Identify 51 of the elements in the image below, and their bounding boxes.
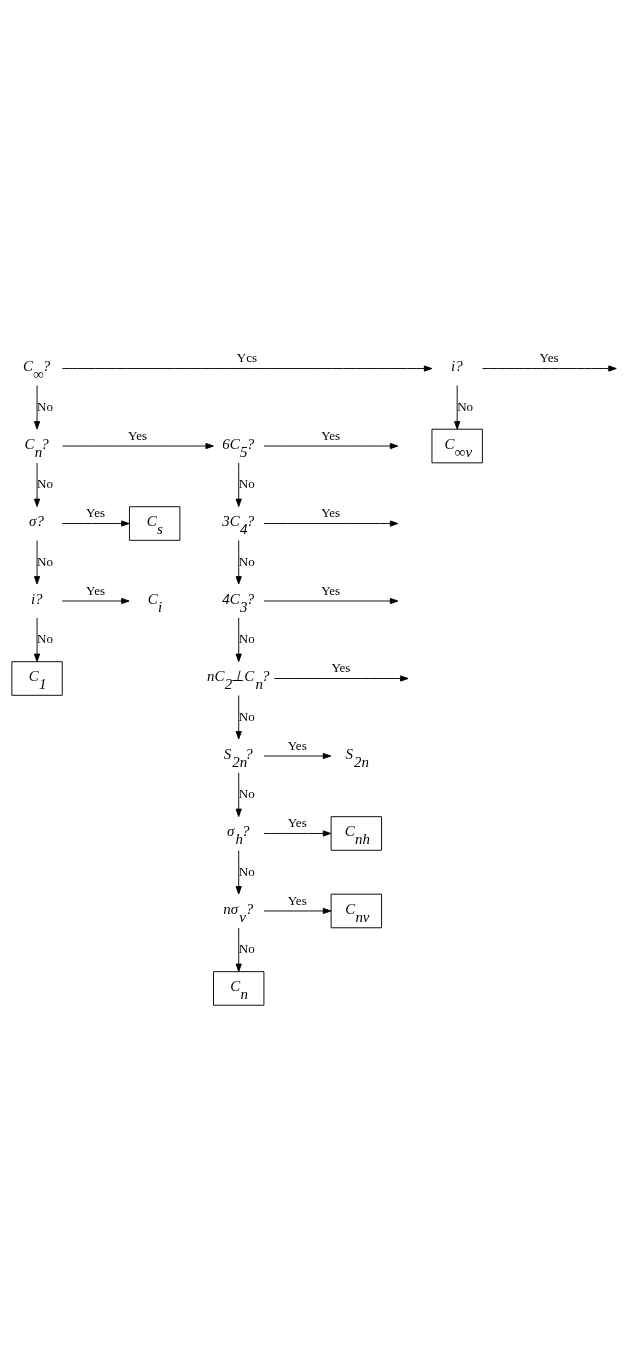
arrow bbox=[235, 540, 242, 585]
edge-label: No bbox=[457, 398, 474, 414]
arrow bbox=[61, 365, 433, 372]
arrow bbox=[235, 695, 242, 740]
arrow bbox=[273, 675, 409, 682]
arrow bbox=[61, 520, 130, 527]
arrow bbox=[263, 752, 332, 760]
edge-label: No bbox=[238, 708, 255, 724]
arrow bbox=[33, 617, 41, 662]
edge-label: Yes bbox=[321, 427, 341, 443]
arrow bbox=[235, 927, 242, 972]
arrow bbox=[454, 385, 461, 430]
arrow bbox=[235, 850, 242, 895]
arrow bbox=[33, 385, 41, 430]
edge-label: No bbox=[37, 398, 54, 414]
edge-label: No bbox=[37, 476, 54, 492]
node-text: i? bbox=[451, 358, 463, 375]
edge-label: Yes bbox=[86, 582, 106, 598]
edge-label: No bbox=[37, 631, 54, 647]
edge-label: Yes bbox=[321, 505, 341, 521]
edge-label: No bbox=[238, 863, 255, 879]
edge-label: No bbox=[238, 786, 255, 802]
arrow bbox=[33, 462, 41, 508]
edge-label: Ycs bbox=[236, 350, 258, 366]
edge-label: Yes bbox=[86, 505, 106, 521]
edge-label: Yes bbox=[331, 660, 351, 676]
edge-label: No bbox=[238, 631, 255, 647]
edge-label: Yes bbox=[287, 737, 307, 753]
arrow bbox=[263, 907, 332, 915]
node-text: i? bbox=[30, 590, 43, 607]
edge-label: Yes bbox=[128, 427, 148, 443]
arrow bbox=[33, 540, 41, 585]
arrow bbox=[263, 520, 399, 527]
edge-label: Yes bbox=[287, 815, 307, 831]
arrow bbox=[263, 830, 332, 837]
arrow bbox=[263, 442, 399, 450]
edge-label: Yes bbox=[287, 892, 307, 908]
edge-label: Yes bbox=[539, 350, 559, 366]
arrow bbox=[62, 442, 214, 450]
arrow bbox=[235, 462, 242, 508]
edge-label: No bbox=[37, 553, 54, 569]
arrow bbox=[61, 597, 130, 605]
arrow bbox=[235, 617, 242, 662]
arrow bbox=[235, 772, 242, 817]
edge-label: Yes bbox=[321, 582, 341, 598]
edge-label: No bbox=[238, 476, 255, 492]
edge-label: No bbox=[238, 553, 255, 569]
arrow bbox=[482, 365, 617, 372]
arrow bbox=[263, 597, 399, 605]
edge-label: No bbox=[238, 941, 255, 957]
node-text: σ? bbox=[29, 513, 44, 530]
